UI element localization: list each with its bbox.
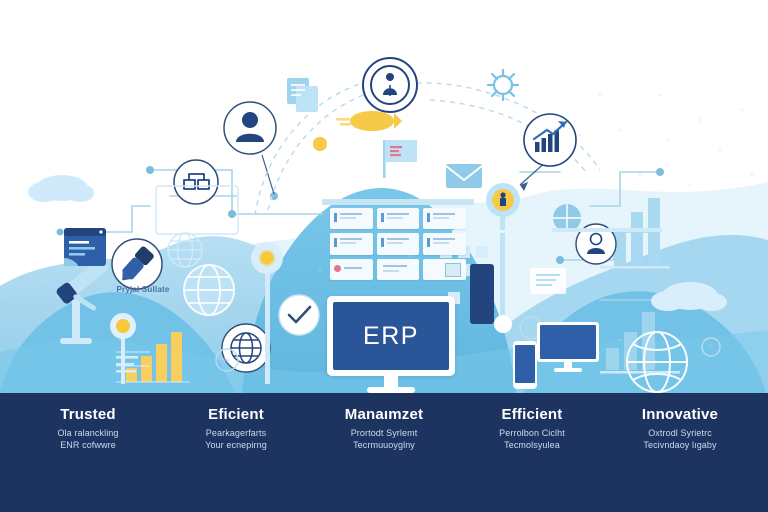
map-pin-person-icon: [486, 183, 520, 333]
feature-band-columns: Trusted Ola ralanckling ENR cofwwre Efic…: [0, 393, 768, 512]
svg-text:%: %: [223, 358, 229, 365]
dashboard-card[interactable]: [376, 258, 420, 280]
pen-icon-label: Pryjal Sullate: [116, 285, 170, 294]
gear-sun-icon: [486, 68, 520, 102]
feature-subtitle-line2: Tecmolsyulea: [504, 440, 560, 450]
growth-chart-circle-icon: [523, 113, 577, 167]
cloud-icon-right: [651, 282, 727, 311]
erp-monitor-stand: [367, 387, 415, 393]
smartphone-screen: [515, 345, 535, 383]
dashboard-card[interactable]: [376, 208, 420, 230]
feature-subtitle: Prortodt Syrlemt Tecrmuuoyglny: [314, 427, 454, 451]
dashboard-card-grid: [330, 208, 466, 280]
person-badge-circle-icon: [575, 223, 617, 265]
feature-column-management: Manaımzet Prortodt Syrlemt Tecrmuuoyglny: [310, 405, 458, 451]
secondary-monitor: [537, 322, 599, 374]
smartphone-device: [513, 341, 537, 389]
sun-pole-icon-left2: [110, 313, 136, 384]
feature-column-efficient: Efficient Perrolbon Ciclht Tecmolsyulea: [458, 405, 606, 451]
accent-dot: [313, 137, 327, 151]
user-avatar-circle-icon: [223, 101, 277, 155]
globe-grid-icon: [183, 264, 235, 316]
browser-window-icon: [64, 228, 106, 266]
feature-subtitle-line1: Oxtrodl Syrietrc: [648, 428, 712, 438]
feature-title: Eficient: [208, 406, 264, 423]
network-person-circle-icon: [362, 57, 418, 113]
cloud-icon-left: [28, 175, 94, 202]
secondary-monitor-neck: [564, 362, 572, 369]
feature-band: Trusted Ola ralanckling ENR cofwwre Efic…: [0, 393, 768, 512]
erp-monitor-screen: ERP: [333, 302, 449, 370]
feature-title: Trusted: [60, 406, 116, 423]
feature-column-innovative: Innovative Oxtrodl Syrietrc Tecivndaoy l…: [606, 405, 754, 451]
feature-subtitle-line2: Your ecnepirng: [205, 440, 267, 450]
rocket-icon: [336, 111, 402, 131]
pen-marker-circle-icon: [111, 238, 163, 290]
sun-pole-icon: [251, 242, 283, 384]
documents-icon: [287, 78, 318, 112]
feature-subtitle-line1: Perrolbon Ciclht: [499, 428, 565, 438]
panel-decor: [452, 230, 506, 233]
globe-grid-small-icon: [167, 232, 203, 268]
feature-subtitle-line1: Pearkagerfarts: [205, 428, 267, 438]
tablet-device: [470, 264, 494, 324]
dashboard-card-pin[interactable]: [330, 258, 373, 280]
feature-subtitle-line2: ENR cofwwre: [60, 440, 116, 450]
dashboard-card[interactable]: [423, 233, 466, 255]
dashboard-card[interactable]: [330, 208, 373, 230]
list-panel-icon: [552, 228, 662, 232]
dashboard-card[interactable]: [423, 208, 466, 230]
feature-subtitle: Oxtrodl Syrietrc Tecivndaoy lıgaby: [610, 427, 750, 451]
feature-subtitle-line1: Prortodt Syrlemt: [350, 428, 418, 438]
erp-monitor: ERP: [327, 296, 455, 396]
feature-subtitle-line2: Tecivndaoy lıgaby: [643, 440, 717, 450]
globe-wireframe-icon: [626, 331, 688, 393]
check-circle-icon: [278, 294, 320, 336]
team-circle-icon: [173, 159, 219, 205]
feature-column-trusted: Trusted Ola ralanckling ENR cofwwre: [14, 405, 162, 451]
feature-title: Innovative: [641, 406, 719, 423]
secondary-monitor-screen: [540, 325, 596, 359]
globe-circle-icon: [221, 323, 271, 373]
dashboard-top-bar: [322, 199, 474, 205]
secondary-monitor-bezel: [537, 322, 599, 362]
feature-subtitle: Pearkagerfarts Your ecnepirng: [166, 427, 306, 451]
feature-subtitle: Perrolbon Ciclht Tecmolsyulea: [462, 427, 602, 451]
envelope-icon: [445, 164, 483, 188]
dashboard-card[interactable]: [376, 233, 420, 255]
svg-text:?: ?: [708, 345, 712, 352]
feature-subtitle-line1: Ola ralanckling: [57, 428, 119, 438]
telescope-icon: [56, 259, 108, 344]
feature-column-eficient: Eficient Pearkagerfarts Your ecnepirng: [162, 405, 310, 451]
flag-icon: [383, 140, 417, 178]
secondary-monitor-stand: [554, 368, 582, 372]
svg-text:%: %: [527, 326, 533, 333]
dashboard-card[interactable]: [330, 233, 373, 255]
erp-monitor-bezel: ERP: [327, 296, 455, 376]
erp-screen-label: ERP: [363, 321, 419, 350]
feature-subtitle-line2: Tecrmuuoyglny: [353, 440, 415, 450]
feature-title: Manaımzet: [344, 406, 424, 423]
report-card-icon: [530, 268, 566, 294]
erp-monitor-neck: [384, 376, 398, 388]
feature-subtitle: Ola ralanckling ENR cofwwre: [18, 427, 158, 451]
dashboard-card-image[interactable]: [423, 258, 466, 280]
feature-title: Efficient: [501, 406, 563, 423]
